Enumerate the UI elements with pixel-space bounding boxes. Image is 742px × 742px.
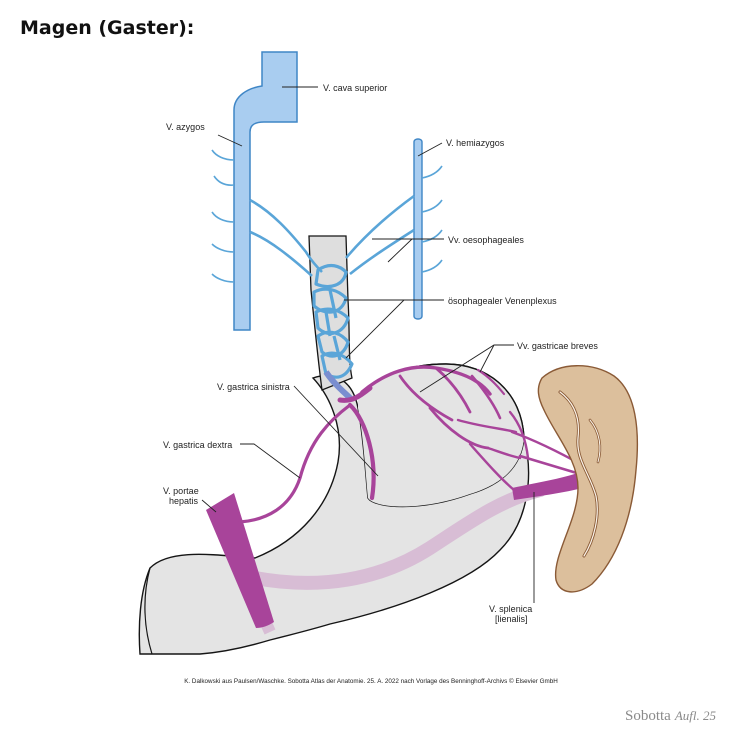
label-oesophagealer-venenplexus: ösophagealer Venenplexus [448, 296, 557, 306]
vena-portae [206, 493, 274, 628]
image-credit: K. Dalkowski aus Paulsen/Waschke. Sobott… [184, 678, 558, 685]
vena-hemiazygos [413, 138, 423, 320]
spleen-hilum-lines [558, 390, 602, 558]
brand-edition: Aufl. 25 [674, 708, 716, 723]
label-v-splenica-line1: V. splenica [489, 604, 532, 614]
label-v-gastrica-sinistra: V. gastrica sinistra [217, 382, 290, 392]
esophageal-veins [249, 194, 415, 277]
label-v-splenica-line2: [lienalis] [495, 614, 528, 624]
label-vv-oesophageales: Vv. oesophageales [448, 235, 524, 245]
label-v-hemiazygos: V. hemiazygos [446, 138, 505, 148]
esophageal-venous-plexus [312, 263, 354, 379]
splenic-vein-hidden [248, 483, 547, 590]
label-v-portae-line2: hepatis [169, 496, 199, 506]
label-v-gastrica-dextra: V. gastrica dextra [163, 440, 232, 450]
leader-lines [201, 86, 535, 603]
vena-splenica [512, 470, 590, 500]
azygos-tributaries [211, 149, 235, 283]
page-title: Magen (Gaster): [20, 17, 195, 39]
vena-cava-superior [233, 51, 298, 331]
label-v-portae-line1: V. portae [163, 486, 199, 496]
label-vv-gastricae-breves: Vv. gastricae breves [517, 341, 598, 351]
brand-name: Sobotta [624, 708, 671, 724]
label-v-azygos: V. azygos [166, 122, 205, 132]
label-v-cava-superior: V. cava superior [323, 83, 387, 93]
hemiazygos-tributaries [421, 165, 443, 273]
